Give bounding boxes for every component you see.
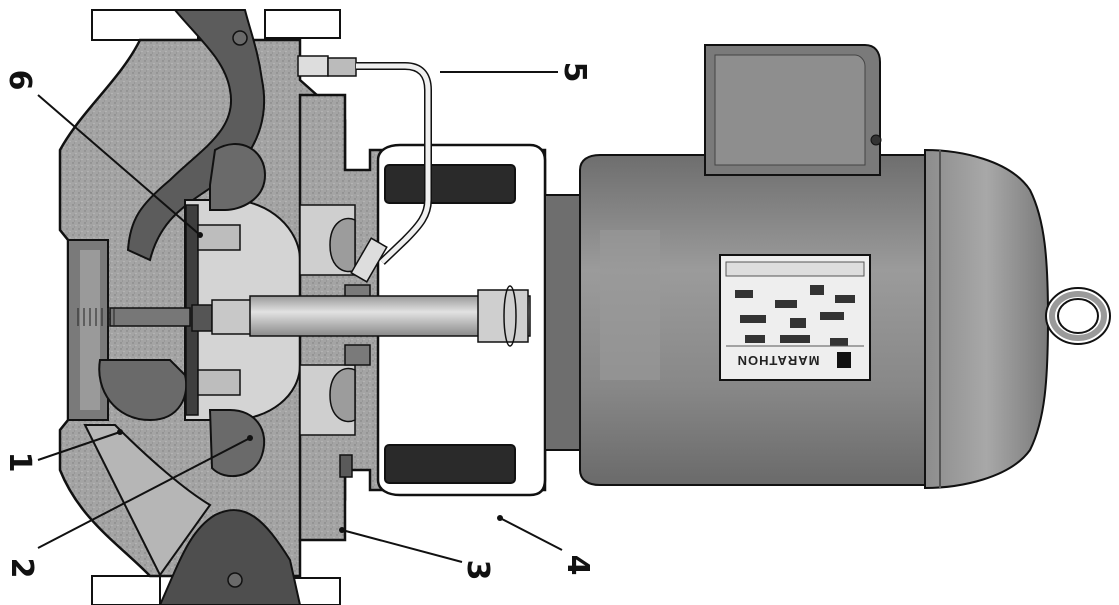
leader-line-2 xyxy=(37,437,251,549)
leader-line-1 xyxy=(37,431,121,461)
seal-flush-tube xyxy=(297,55,432,283)
leader-line-3 xyxy=(341,529,463,563)
callout-4: 4 xyxy=(560,555,595,576)
leader-line-6 xyxy=(37,94,201,236)
nameplate-brand: MARATHON xyxy=(737,353,820,368)
leader-line-4 xyxy=(499,517,563,551)
callout-6: 6 xyxy=(2,70,37,91)
brand-logo-mark xyxy=(837,352,851,368)
motor-nameplate: MARATHON xyxy=(719,254,871,381)
pump-shaft xyxy=(77,285,531,347)
callout-labels: 6 5 1 2 3 4 xyxy=(2,62,595,581)
callout-3: 3 xyxy=(460,560,495,581)
callout-1: 1 xyxy=(2,452,37,473)
callout-5: 5 xyxy=(557,62,592,83)
leader-dots xyxy=(117,232,503,533)
leader-lines xyxy=(37,71,563,563)
callout-2: 2 xyxy=(4,558,39,579)
